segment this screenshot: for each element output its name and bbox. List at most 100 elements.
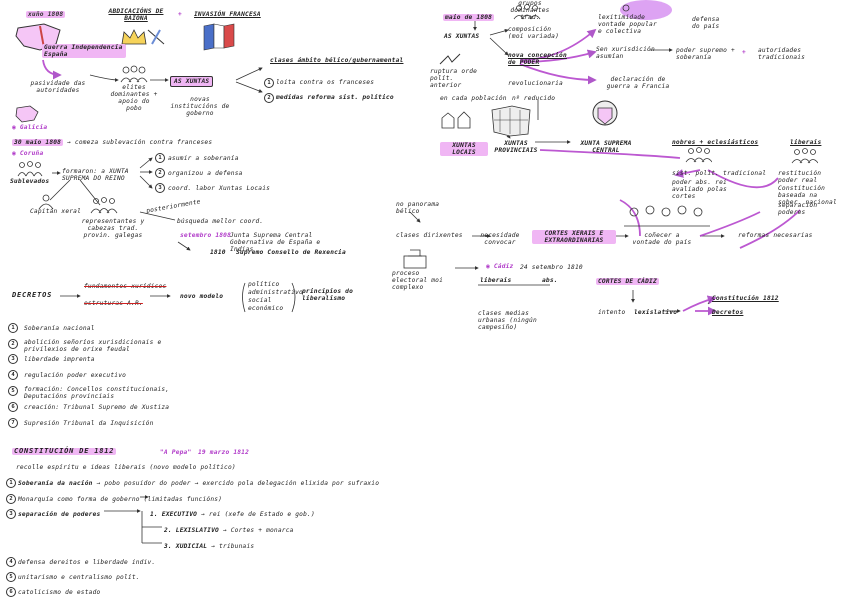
- decreto-num-1: 1: [8, 323, 18, 333]
- decreto-num-2: 2: [8, 339, 18, 349]
- executivo-label: 1. EXECUTIVO: [150, 511, 198, 518]
- decreto-item-6: creación: Tribunal Supremo de Xustiza: [24, 404, 170, 411]
- date-xuno-1808: xuño 1808: [26, 11, 66, 18]
- representantes-label: representantes y cabezas trad. provin. g…: [81, 218, 145, 239]
- sublevados-label: Sublevados: [10, 178, 50, 185]
- loita-franceses: loita contra os franceses: [276, 79, 375, 86]
- num-3: 3: [155, 183, 165, 193]
- aspect-politico: político: [248, 281, 280, 288]
- const-item-6: catolicismo de estado: [18, 589, 101, 596]
- cadiz-text: Cádiz: [493, 263, 514, 270]
- plus-right: +: [742, 49, 746, 56]
- galicia-text: Galicia: [19, 124, 48, 131]
- french-flag-icon: [203, 23, 235, 51]
- supremo-consello: Supremo Consello de Rexencia: [236, 249, 346, 256]
- invasion-francesa: INVASIÓN FRANCESA: [194, 11, 261, 18]
- crown-icon: [121, 29, 165, 45]
- const-item-3: separación de poderes: [18, 511, 101, 518]
- const-item-2: Monarquía como forma de goberno (limitad…: [18, 496, 223, 503]
- defensa-pais: defensa do país: [692, 16, 720, 30]
- galicia-label: ◉ Galicia: [12, 124, 48, 131]
- junta-suprema-central: Junta Suprema Central Gobernativa de Esp…: [230, 232, 321, 253]
- coruna-text: Coruña: [19, 150, 44, 157]
- conecer-vontade: coñecer a vontade do país: [632, 232, 692, 246]
- houses-icon: [441, 111, 471, 129]
- num-1: 1: [155, 153, 165, 163]
- setembro-1808: setembro 1808: [180, 232, 232, 239]
- date-30-maio-text: 30 maio 1808: [12, 139, 64, 146]
- pasividade-autoridades: pasividade das autoridades: [30, 80, 86, 94]
- representantes-icon: [90, 197, 118, 214]
- ballot-box-icon: [403, 249, 427, 269]
- year-1810: 1810: [210, 249, 226, 256]
- decreto-num-7: 7: [8, 418, 18, 428]
- reformas-necesarias: reformas necesarias: [738, 232, 813, 239]
- const-num-1: 1: [6, 478, 16, 488]
- decretos-right: Decretos: [712, 309, 744, 316]
- asumir-soberania: asumir a soberanía: [168, 155, 239, 162]
- lexislativo-rest: → Cortes + monarca: [222, 527, 294, 534]
- decreto-num-3: 3: [8, 354, 18, 364]
- a-pepa: "A Pepa": [160, 449, 192, 456]
- lexitimidade: lexitimidade vontade popular e colectiva: [598, 14, 657, 35]
- people-group-icon: [120, 65, 148, 83]
- necesidade-convocar: necesidade convocar: [480, 232, 520, 246]
- lexislativo: lexislativo: [634, 309, 678, 316]
- capitan-xeral: Capitán xeral: [30, 208, 82, 215]
- clases-dirixentes: clases dirixentes: [396, 232, 463, 239]
- cortes-cadiz: CORTES DE CÁDIZ: [596, 278, 659, 285]
- num-2: 2: [264, 93, 274, 103]
- organizou-defensa: organizou a defensa: [168, 170, 243, 177]
- lib-item-1: restitución poder real: [778, 170, 822, 184]
- sen-xurisdicion: Sen xurisdición asumían: [596, 46, 655, 60]
- provinces-map-icon: [491, 105, 531, 137]
- elites-dominantes: elites dominantes + apoio do pobo: [110, 84, 158, 112]
- date-maio-1808: maio de 1808: [443, 14, 495, 21]
- date-19-marzo: 19 marzo 1812: [198, 449, 250, 456]
- estruturas-ar: estruturas A.R.: [84, 300, 143, 307]
- lib-item-2: Constitución baseada na sober. nacional: [778, 185, 837, 206]
- xudicial-rest: → tribunais: [211, 543, 255, 550]
- nova-concepcion: nova concepción de PODER: [508, 52, 567, 66]
- abs-cadiz: abs.: [542, 277, 558, 284]
- plus-sign: +: [178, 11, 182, 18]
- grupos-dominantes: grupos dominantes trad.: [510, 0, 550, 21]
- numero-reducido: nº reducido: [512, 95, 556, 102]
- central-emblem-icon: [592, 100, 618, 126]
- xunta-suprema-central: XUNTA SUPREMA CENTRAL: [580, 140, 632, 154]
- novo-modelo: novo modelo: [180, 293, 224, 300]
- const-num-4: 4: [6, 557, 16, 567]
- decreto-num-4: 4: [8, 370, 18, 380]
- date-30-maio: 30 maio 1808 → comeza sublevación contra…: [12, 139, 212, 146]
- num-1: 1: [264, 78, 274, 88]
- decreto-item-5: formación: Concellos constitucionais, De…: [24, 386, 170, 400]
- en-cada-poblacion: en cada población: [440, 95, 507, 102]
- const-item-5: unitarismo e centralismo polít.: [18, 574, 140, 581]
- posteriormente: posteriormente: [145, 198, 202, 215]
- fundamentos-xuridicos: fundamentos xurídicos: [84, 283, 167, 290]
- recolle-espiritu: recolle espíritu e ideas liberais (novo …: [16, 464, 236, 471]
- num-2: 2: [155, 168, 165, 178]
- decreto-item-3: liberdade imprenta: [24, 356, 95, 363]
- medidas-reforma: medidas reforma sist. político: [276, 94, 394, 101]
- coord-xuntas-locais: coord. labor Xuntas Locais: [168, 185, 271, 192]
- no-panorama: no panorama bélico: [396, 201, 440, 215]
- executivo-rest: → rei (xefe de Estado e gob.): [201, 511, 315, 518]
- cadiz-pin: ◉ Cádiz: [486, 263, 514, 270]
- formaron-xunta: formaron: a XUNTA SUPREMA DO REINO: [62, 168, 129, 182]
- decreto-item-2: abolición señoríos xurisdicionais e priv…: [24, 339, 162, 353]
- aspect-administrativo: administrativo: [248, 289, 303, 296]
- decreto-item-4: regulación poder executivo: [24, 372, 127, 379]
- crowd-icon: [620, 0, 672, 20]
- decreto-item-1: Soberanía nacional: [24, 325, 95, 332]
- power-executivo: 1. EXECUTIVO → rei (xefe de Estado e gob…: [150, 511, 315, 518]
- decretos-label: DECRETOS: [12, 291, 53, 299]
- intento: intento: [598, 309, 626, 316]
- sist-polit-tradicional: sist. polit. tradicional: [672, 170, 767, 177]
- pobo-posuidor: → pobo posuidor do poder → exercido pola…: [96, 480, 380, 487]
- as-xuntas-right: AS XUNTAS: [444, 33, 480, 40]
- declaracion-guerra: declaración de guerra a Francia: [606, 76, 670, 90]
- lib-item-3: separación poderes: [778, 202, 818, 216]
- const-item-1: Soberanía da nación → pobo posuidor do p…: [18, 480, 379, 487]
- cadiz-date: 24 setembro 1810: [520, 264, 583, 271]
